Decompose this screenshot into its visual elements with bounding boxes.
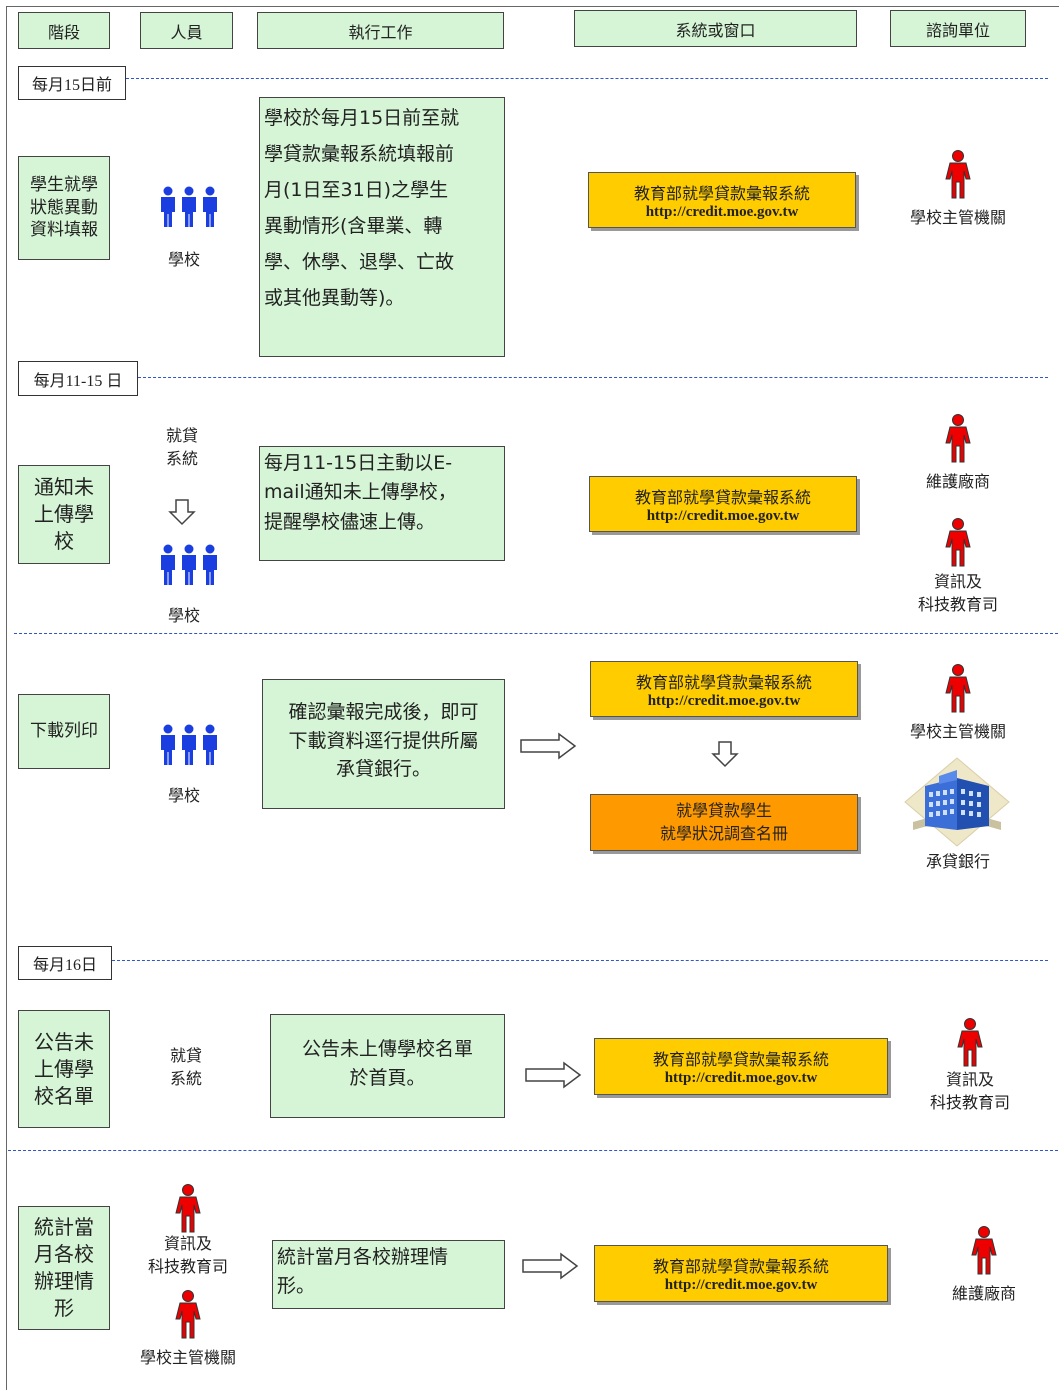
people-label: 就貸 系統 xyxy=(169,1046,202,1089)
system-box: 教育部就學貸款彙報系統 http://credit.moe.gov.tw xyxy=(594,1245,888,1302)
people-label: 學校 xyxy=(167,250,200,269)
school-group-icon xyxy=(158,544,220,586)
stage-box-2: 通知未 上傳學 校 xyxy=(18,465,110,564)
system-name: 教育部就學貸款彙報系統 xyxy=(633,183,810,203)
system-name: 教育部就學貸款彙報系統 xyxy=(634,487,811,507)
consult-label: 承貸銀行 xyxy=(925,852,990,871)
stage-box-5: 統計當 月各校 辦理情 形 xyxy=(18,1206,110,1330)
down-arrow-icon xyxy=(168,498,196,526)
person-icon xyxy=(944,518,972,568)
bank-building-icon xyxy=(903,756,1011,848)
people-label: 資訊及 科技教育司 xyxy=(147,1234,228,1277)
person-icon xyxy=(174,1290,202,1340)
down-arrow-icon xyxy=(711,740,739,768)
person-icon xyxy=(956,1018,984,1068)
right-arrow-icon xyxy=(519,732,577,760)
consult-label: 資訊及 科技教育司 xyxy=(929,1070,1010,1113)
system-box: 教育部就學貸款彙報系統 http://credit.moe.gov.tw xyxy=(590,661,858,717)
stage-box-1: 學生就學 狀態異動 資料填報 xyxy=(18,156,110,260)
separator-line xyxy=(14,633,1058,634)
task-box-4: 公告未上傳學校名單 於首頁。 xyxy=(270,1014,505,1118)
task-box-1: 學校於每月15日前至就 學貸款彙報系統填報前 月(1日至31日)之學生 異動情形… xyxy=(259,97,505,357)
person-icon xyxy=(174,1184,202,1234)
system-url: http://credit.moe.gov.tw xyxy=(645,203,799,220)
header-stage: 階段 xyxy=(18,12,110,49)
separator-line xyxy=(126,78,1048,79)
system-url: http://credit.moe.gov.tw xyxy=(647,692,801,709)
system-box: 教育部就學貸款彙報系統 http://credit.moe.gov.tw xyxy=(589,476,857,532)
system-url: http://credit.moe.gov.tw xyxy=(664,1277,818,1293)
people-label: 學校主管機關 xyxy=(139,1348,236,1367)
right-arrow-icon xyxy=(524,1061,582,1089)
consult-label: 學校主管機關 xyxy=(909,722,1006,741)
consult-label: 資訊及 科技教育司 xyxy=(917,572,998,615)
header-consult: 諮詢單位 xyxy=(890,10,1026,47)
task-box-3: 確認彙報完成後，即可 下載資料逕行提供所屬 承貸銀行。 xyxy=(262,679,505,809)
consult-label: 維護廠商 xyxy=(925,472,990,491)
header-people: 人員 xyxy=(140,12,233,49)
date-marker-1: 每月15日前 xyxy=(18,66,126,100)
right-arrow-icon xyxy=(521,1252,579,1280)
separator-line xyxy=(8,1150,1058,1151)
school-group-icon xyxy=(158,724,220,766)
output-roster-box: 就學貸款學生 就學狀況調查名冊 xyxy=(590,794,858,851)
date-marker-3: 每月16日 xyxy=(18,946,112,980)
separator-line xyxy=(112,960,1048,961)
system-name: 教育部就學貸款彙報系統 xyxy=(652,1050,829,1069)
consult-label: 維護廠商 xyxy=(951,1284,1016,1303)
stage-box-3: 下載列印 xyxy=(18,694,110,769)
system-name: 教育部就學貸款彙報系統 xyxy=(652,1257,829,1276)
people-label: 學校 xyxy=(167,606,200,625)
system-box: 教育部就學貸款彙報系統 http://credit.moe.gov.tw xyxy=(588,172,856,228)
system-box: 教育部就學貸款彙報系統 http://credit.moe.gov.tw xyxy=(594,1038,888,1095)
system-name: 教育部就學貸款彙報系統 xyxy=(635,672,812,692)
separator-line xyxy=(138,377,1048,378)
stage-box-4: 公告未 上傳學 校名單 xyxy=(18,1010,110,1128)
diagram-frame xyxy=(6,6,1059,1390)
people-label: 學校 xyxy=(167,786,200,805)
consult-label: 學校主管機關 xyxy=(909,208,1006,227)
date-marker-2: 每月11-15 日 xyxy=(18,361,138,396)
task-box-2: 每月11-15日主動以E- mail通知未上傳學校， 提醒學校儘速上傳。 xyxy=(259,446,505,561)
header-system: 系統或窗口 xyxy=(574,10,857,47)
person-icon xyxy=(944,414,972,464)
system-url: http://credit.moe.gov.tw xyxy=(646,507,800,524)
person-icon xyxy=(970,1226,998,1276)
person-icon xyxy=(944,150,972,200)
school-group-icon xyxy=(158,186,220,228)
task-box-5: 統計當月各校辦理情 形。 xyxy=(272,1240,505,1309)
people-label: 就貸 系統 xyxy=(165,426,198,469)
person-icon xyxy=(944,664,972,714)
system-url: http://credit.moe.gov.tw xyxy=(664,1070,818,1086)
header-task: 執行工作 xyxy=(257,12,504,49)
